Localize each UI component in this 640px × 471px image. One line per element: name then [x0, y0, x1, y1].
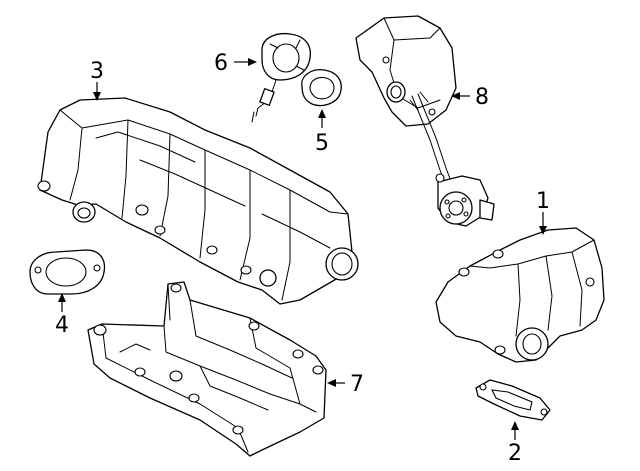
part-6-sensor-ring [251, 32, 312, 123]
leader-4 [58, 293, 66, 312]
leader-7 [327, 379, 345, 387]
callout-1: 1 [536, 189, 550, 214]
callout-6: 6 [214, 51, 228, 76]
callout-3: 3 [90, 59, 104, 84]
callout-2: 2 [508, 441, 522, 466]
part-7-tray [87, 281, 327, 457]
callout-5: 5 [315, 131, 329, 156]
leader-2 [511, 421, 519, 440]
leader-3 [93, 82, 101, 101]
part-3-egr-cooler [37, 97, 359, 305]
part-8-valve-assembly [355, 15, 495, 227]
callout-4: 4 [55, 313, 69, 338]
leader-8 [451, 92, 470, 100]
part-4-gasket [29, 249, 106, 295]
leader-1 [539, 212, 547, 235]
part-1-egr-valve [435, 227, 605, 363]
part-5-seal [301, 69, 342, 107]
part-2-gasket [475, 379, 551, 421]
leader-6 [234, 58, 257, 66]
callout-8: 8 [475, 85, 489, 110]
callout-7: 7 [350, 372, 364, 397]
leader-5 [318, 109, 326, 128]
